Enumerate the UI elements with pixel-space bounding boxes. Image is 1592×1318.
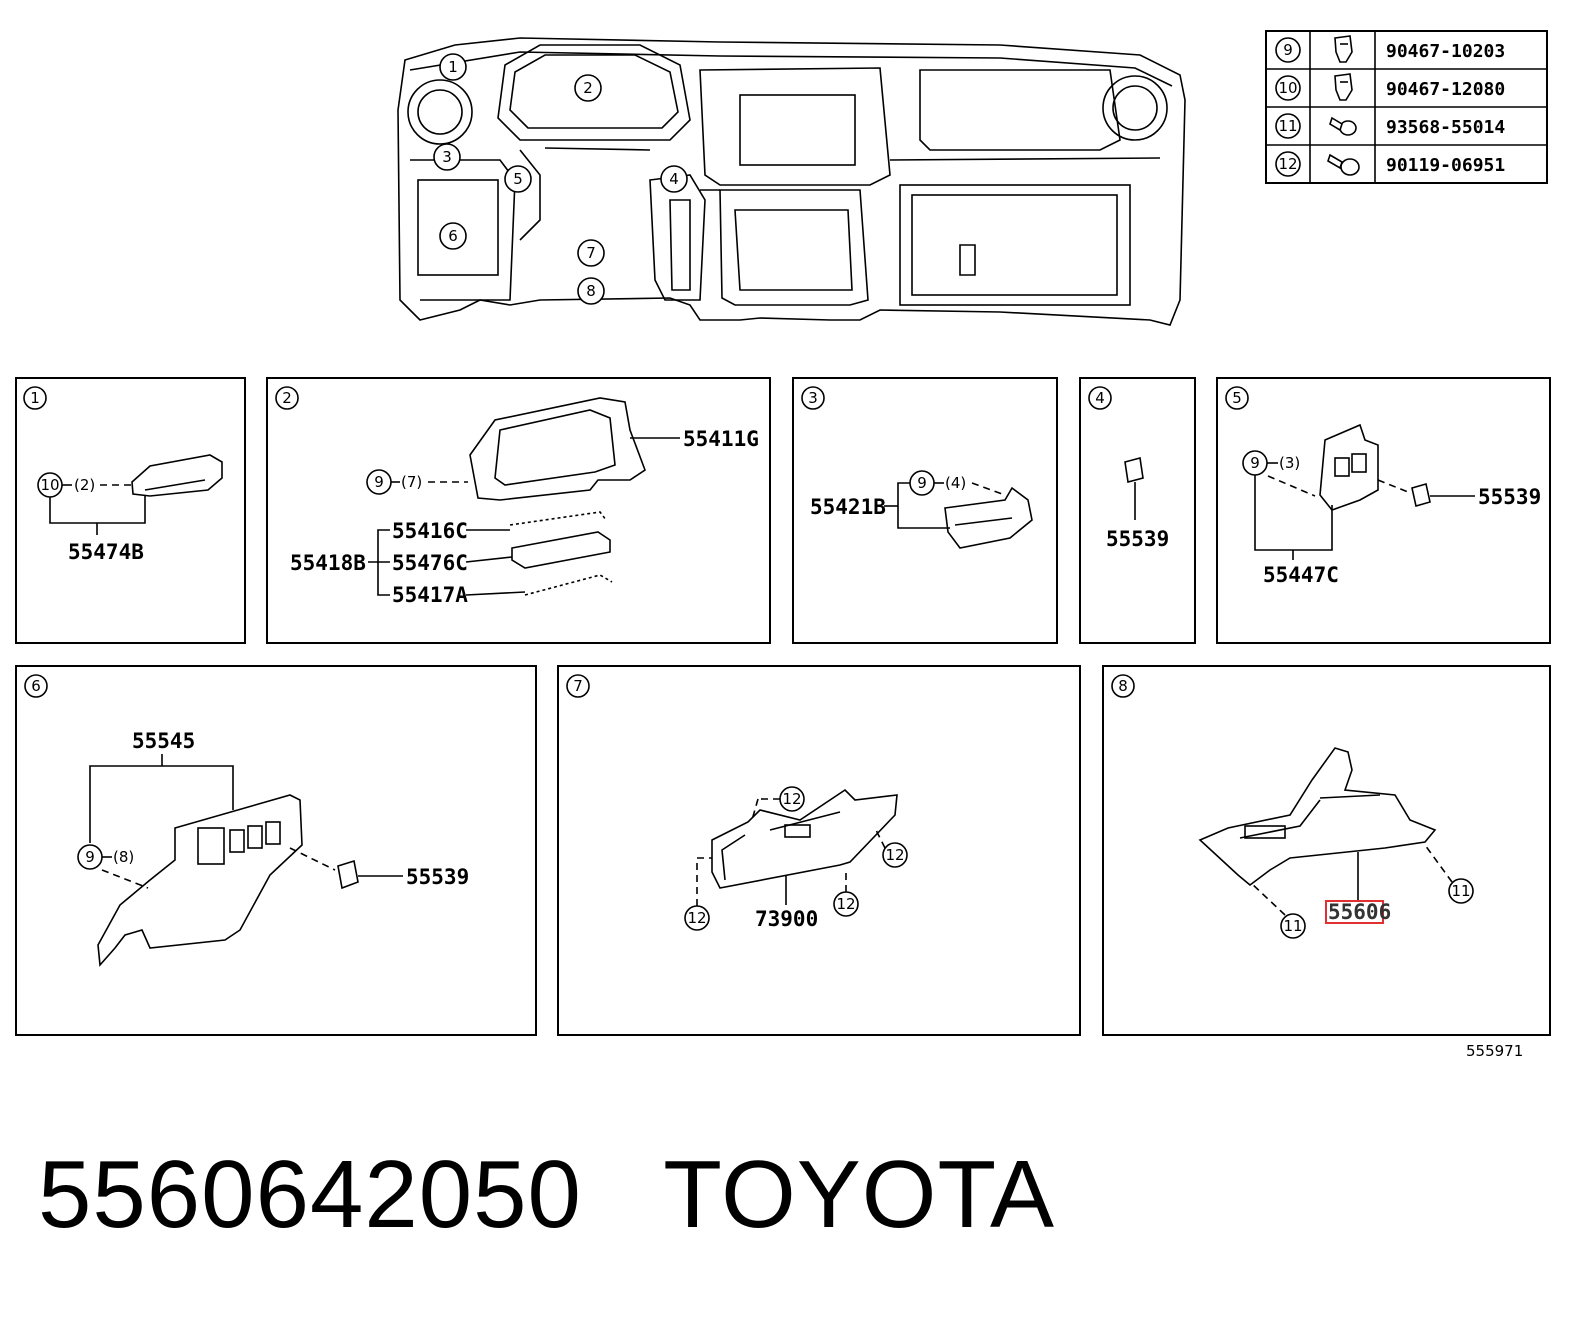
panel-1: 1 10 (2) 55474B	[15, 377, 246, 644]
screw-callout: 11	[1451, 882, 1470, 900]
dashboard-overview: 1 2 3 4 5 6 7 8	[397, 37, 1186, 326]
part-label: 73900	[755, 907, 818, 931]
panel-number: 7	[573, 677, 583, 695]
part-label: 55539	[1478, 485, 1541, 509]
overview-callout-8	[577, 277, 605, 305]
overview-callout-5	[504, 165, 532, 193]
lower-cover-part	[944, 486, 1033, 549]
part-label: 55539	[406, 865, 469, 889]
panel-2: 2 55411G 9 (7) 55416C 55476C 55417A 5541…	[266, 377, 771, 644]
clip-icon	[1334, 35, 1353, 63]
switch-bezel-part	[1319, 423, 1379, 511]
fastener-callout: 10	[40, 476, 59, 494]
bolt-callout: 12	[782, 790, 801, 808]
overview-callout-4-text: 4	[669, 170, 679, 188]
lower-panel-part	[97, 794, 303, 967]
part-label-sub2: 55476C	[392, 551, 468, 575]
panel-number: 5	[1232, 389, 1242, 407]
fastener-qty: (8)	[113, 848, 134, 866]
part-label-group: 55418B	[290, 551, 366, 575]
garnish-part	[131, 454, 223, 497]
panel-number: 1	[30, 389, 40, 407]
bolt-icon	[1327, 153, 1360, 176]
part-label-group: 55447C	[1263, 563, 1339, 587]
panel-8: 8 11 11 55606	[1102, 665, 1551, 1036]
panel-number: 8	[1118, 677, 1128, 695]
legend-row-12: 12 90119-06951	[1275, 151, 1505, 177]
clip-icon	[1334, 73, 1353, 101]
svg-text:12: 12	[1278, 155, 1297, 173]
overview-callout-4	[660, 165, 688, 193]
overview-callout-6-text: 6	[448, 227, 458, 245]
part-label: 55539	[1106, 527, 1169, 551]
fastener-qty: (4)	[945, 474, 966, 492]
panel-4: 4 55539	[1079, 377, 1196, 644]
screw-icon	[1329, 116, 1357, 136]
part-label-sub3: 55417A	[392, 583, 468, 607]
fastener-callout: 9	[1250, 454, 1260, 472]
overview-callout-2	[574, 74, 602, 102]
part-label: 55421B	[810, 495, 886, 519]
switch-hole-cover-part	[337, 859, 359, 890]
part-label-sub1: 55416C	[392, 519, 468, 543]
fastener-qty: (3)	[1279, 454, 1300, 472]
footer-brand: TOYOTA	[663, 1141, 1056, 1248]
part-label: 55474B	[68, 540, 144, 564]
part-label-main: 55411G	[683, 427, 759, 451]
meter-hood-part	[469, 397, 646, 501]
bolt-callout: 12	[885, 846, 904, 864]
legend-part-number: 90467-12080	[1386, 79, 1505, 100]
overview-callout-3	[433, 143, 461, 171]
switch-hole-cover-part	[1411, 482, 1431, 508]
svg-text:9: 9	[1283, 41, 1293, 59]
overview-callout-7	[577, 239, 605, 267]
fastener-callout: 9	[374, 473, 384, 491]
legend-row-11: 11 93568-55014	[1275, 113, 1505, 139]
panel-number: 3	[808, 389, 818, 407]
legend-row-9: 9 90467-10203	[1275, 35, 1505, 63]
bolt-callout: 12	[687, 909, 706, 927]
part-label-highlighted: 55606	[1328, 900, 1391, 924]
console-panel-part	[1198, 747, 1437, 887]
panel-6: 6 55545 9 (8) 55539	[15, 665, 537, 1036]
part-label-group: 55545	[132, 729, 195, 753]
screw-callout: 11	[1283, 917, 1302, 935]
fastener-callout: 9	[917, 474, 927, 492]
overview-callout-2-text: 2	[583, 79, 593, 97]
legend-part-number: 93568-55014	[1386, 117, 1505, 138]
footer-part-number: 5560642050	[38, 1141, 582, 1248]
legend-part-number: 90467-10203	[1386, 41, 1505, 62]
footer-title: 5560642050 TOYOTA	[38, 1140, 1055, 1250]
trim-strips	[509, 511, 613, 596]
panel-number: 6	[31, 677, 41, 695]
switch-hole-cover-part	[1124, 456, 1144, 484]
overview-callout-7-text: 7	[586, 244, 596, 262]
glove-compartment-part	[711, 788, 898, 889]
diagram-reference-code: 555971	[1466, 1042, 1523, 1060]
svg-text:10: 10	[1278, 79, 1297, 97]
fastener-callout: 9	[85, 848, 95, 866]
overview-callout-6	[439, 222, 467, 250]
bolt-callout: 12	[836, 895, 855, 913]
panel-number: 4	[1095, 389, 1105, 407]
panel-3: 3 9 (4) 55421B	[792, 377, 1058, 644]
overview-callout-3-text: 3	[442, 148, 452, 166]
fastener-qty: (7)	[401, 473, 422, 491]
panel-5: 5 9 (3) 55447C 55539	[1216, 377, 1551, 644]
overview-callout-1	[439, 53, 467, 81]
panel-7: 7 12 12 12 12 73900	[557, 665, 1081, 1036]
overview-callout-8-text: 8	[586, 282, 596, 300]
fastener-legend-table: 9 90467-10203 10 90467-12080 11 93568-55	[1265, 30, 1548, 184]
svg-text:11: 11	[1278, 117, 1297, 135]
fastener-qty: (2)	[74, 476, 95, 494]
overview-callout-1-text: 1	[448, 58, 458, 76]
highlighted-part-box	[1325, 900, 1384, 924]
legend-part-number: 90119-06951	[1386, 155, 1505, 176]
legend-row-10: 10 90467-12080	[1275, 73, 1505, 101]
overview-callout-5-text: 5	[513, 170, 523, 188]
panel-number: 2	[282, 389, 292, 407]
